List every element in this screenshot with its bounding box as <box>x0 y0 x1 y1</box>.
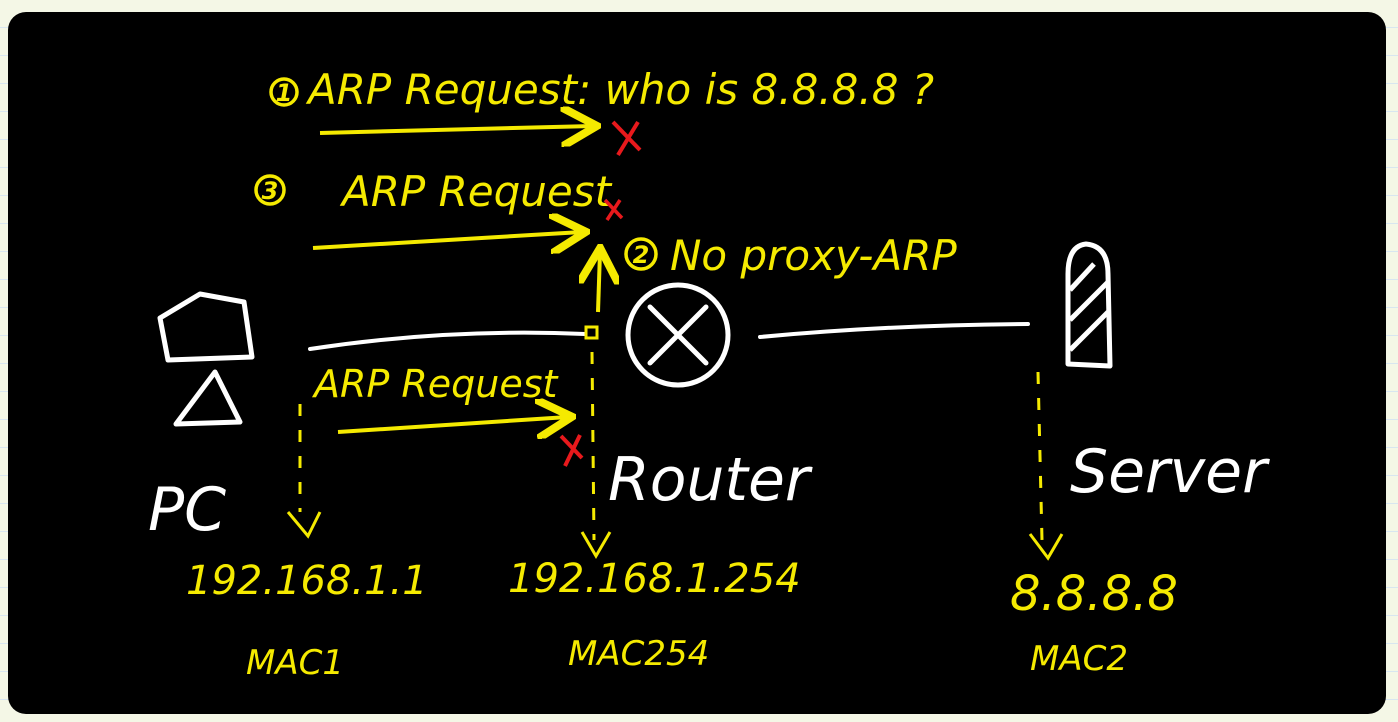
step-1-circle <box>269 77 299 107</box>
step-3-arrow <box>312 232 582 248</box>
pc-label: PC <box>148 475 226 545</box>
step-2-arrow <box>598 252 600 313</box>
step-2-circle <box>624 237 658 271</box>
router-mac: MAC254 <box>568 634 709 674</box>
pc-icon <box>157 291 255 427</box>
server-address-pointer <box>1036 371 1044 541</box>
step-1-number: 1 <box>276 79 293 107</box>
router-address-pointer <box>590 351 596 541</box>
server-address-pointer-head <box>1028 533 1064 561</box>
step-1-label: 1 ARP Request: who is 8.8.8.8 ? <box>269 65 934 114</box>
blocked-mark-3 <box>603 198 624 221</box>
step-3-text: ARP Request <box>339 167 613 216</box>
pc-address-pointer-head <box>286 511 322 539</box>
step-2-label: 2 No proxy-ARP <box>624 231 957 280</box>
router-ip: 192.168.1.254 <box>508 556 801 602</box>
step-1-text: ARP Request: who is 8.8.8.8 ? <box>305 65 934 114</box>
blocked-mark-1 <box>611 120 642 157</box>
pc-router-link <box>308 330 587 351</box>
router-icon <box>625 282 731 388</box>
server-label: Server <box>1070 437 1270 507</box>
step-2-number: 2 <box>633 241 650 269</box>
lower-request-text: ARP Request <box>311 362 560 406</box>
router-server-link <box>758 322 1030 339</box>
blocked-mark-lower <box>559 434 584 467</box>
step-3-circle <box>254 174 286 206</box>
step-2-text: No proxy-ARP <box>670 231 957 280</box>
router-label: Router <box>608 445 813 515</box>
step-3-label: 3 ARP Request <box>254 167 613 216</box>
server-ip: 8.8.8.8 <box>1010 566 1178 622</box>
step-1-arrow <box>319 126 593 133</box>
router-interface-marker <box>584 325 599 340</box>
pc-mac: MAC1 <box>246 643 344 683</box>
arp-diagram: 1 ARP Request: who is 8.8.8.8 ? 3 ARP Re… <box>148 65 1270 683</box>
diagram-board: 1 ARP Request: who is 8.8.8.8 ? 3 ARP Re… <box>8 12 1386 714</box>
pc-ip: 192.168.1.1 <box>186 558 428 604</box>
lower-request-arrow <box>337 417 568 432</box>
router-address-pointer-head <box>580 531 612 559</box>
server-icon <box>1065 241 1113 369</box>
server-mac: MAC2 <box>1030 639 1128 679</box>
step-3-number: 3 <box>262 177 279 205</box>
